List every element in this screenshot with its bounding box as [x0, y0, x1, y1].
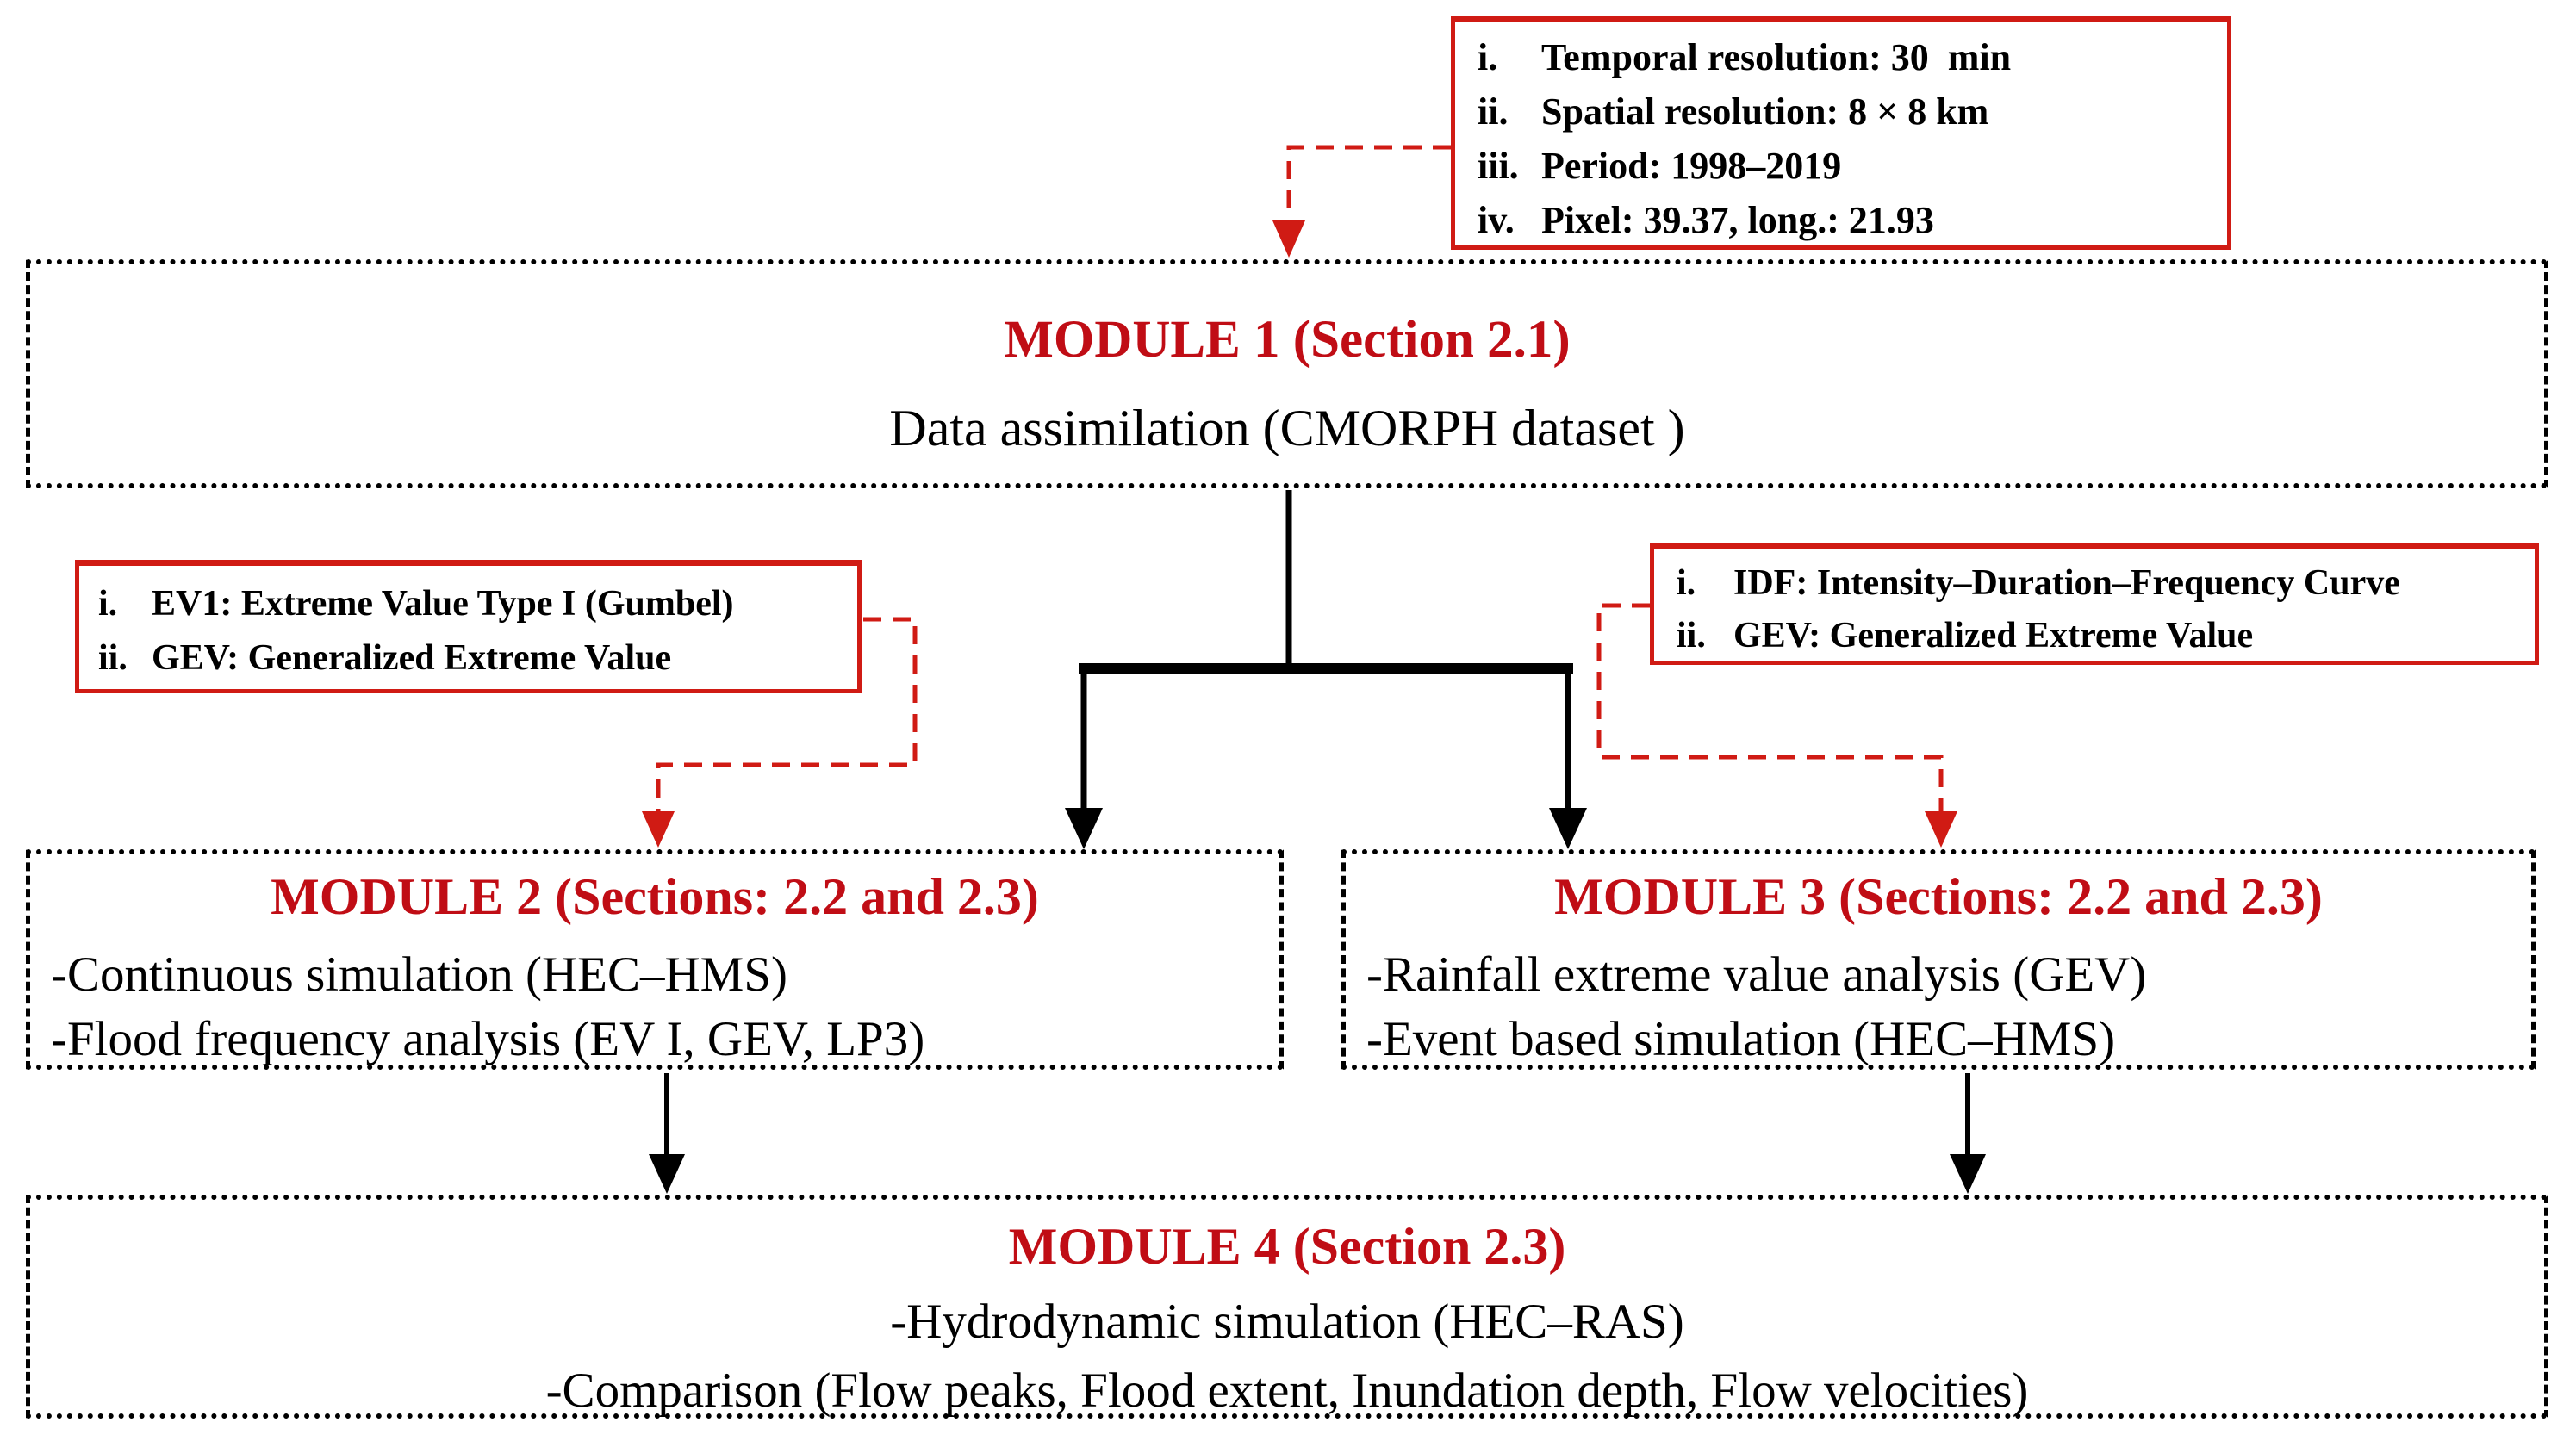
- legend-item-text: GEV: Generalized Extreme Value: [1733, 616, 2254, 655]
- arrowhead-cmorph-to-module1: [1272, 220, 1305, 258]
- roman-numeral-label: ii.: [1478, 90, 1509, 133]
- module1-title: MODULE 1 (Section 2.1): [1004, 311, 1571, 369]
- arrowhead-module3-to-module4: [1950, 1154, 1986, 1194]
- info-item-text: Spatial resolution: 8 × 8 km: [1541, 90, 1989, 133]
- arrowhead-ev-to-module2: [642, 811, 675, 848]
- idf-legend-box: i. IDF: Intensity–Duration–Frequency Curv…: [1650, 543, 2539, 665]
- module4-box: MODULE 4 (Section 2.3) -Hydrodynamic sim…: [26, 1195, 2548, 1419]
- module1-subtitle: Data assimilation (CMORPH dataset ): [889, 400, 1685, 456]
- legend-item-text: GEV: Generalized Extreme Value: [152, 638, 672, 678]
- arrowhead-to-module3: [1549, 808, 1587, 849]
- legend-item-gev: ii. GEV: Generalized Extreme Value: [1677, 610, 2535, 662]
- roman-numeral-label: ii.: [1677, 616, 1706, 655]
- module2-line-continuous-simulation: -Continuous simulation (HEC–HMS): [51, 947, 788, 1002]
- ev-legend-box: i. EV1: Extreme Value Type I (Gumbel) ii.…: [75, 560, 862, 693]
- module1-box: MODULE 1 (Section 2.1) Data assimilation…: [26, 259, 2548, 488]
- legend-item-idf: i. IDF: Intensity–Duration–Frequency Curv…: [1677, 557, 2535, 610]
- info-item-text: Period: 1998–2019: [1541, 145, 1842, 187]
- module4-line-comparison: -Comparison (Flow peaks, Flood extent, I…: [545, 1363, 2029, 1418]
- module2-line-flood-frequency: -Flood frequency analysis (EV I, GEV, LP…: [51, 1012, 925, 1066]
- cmorph-info-box: i. Temporal resolution: 30 min ii. Spatial…: [1451, 16, 2231, 250]
- module4-line-hydrodynamic: -Hydrodynamic simulation (HEC–RAS): [890, 1295, 1684, 1349]
- info-item-period: iii. Period: 1998–2019: [1478, 139, 2227, 193]
- info-item-text: Temporal resolution: 30 min: [1541, 36, 2012, 78]
- module2-title: MODULE 2 (Sections: 2.2 and 2.3): [271, 868, 1039, 925]
- arrowhead-module2-to-module4: [649, 1154, 685, 1194]
- module3-line-rainfall-extreme: -Rainfall extreme value analysis (GEV): [1366, 947, 2147, 1002]
- module2-box: MODULE 2 (Sections: 2.2 and 2.3) -Contin…: [26, 849, 1284, 1070]
- roman-numeral-label: iv.: [1478, 199, 1515, 241]
- roman-numeral-label: i.: [98, 584, 118, 624]
- roman-numeral-label: i.: [1478, 36, 1498, 78]
- module3-title: MODULE 3 (Sections: 2.2 and 2.3): [1554, 868, 2323, 925]
- info-item-pixel: iv. Pixel: 39.37, long.: 21.93: [1478, 193, 2227, 247]
- roman-numeral-label: ii.: [98, 638, 128, 678]
- module4-title: MODULE 4 (Section 2.3): [1008, 1218, 1566, 1275]
- arrowhead-to-module2: [1065, 808, 1103, 849]
- legend-item-gev: ii. GEV: Generalized Extreme Value: [98, 631, 857, 686]
- roman-numeral-label: iii.: [1478, 145, 1519, 187]
- connector-cmorph-to-module1: [1286, 145, 1451, 226]
- info-item-text: Pixel: 39.37, long.: 21.93: [1541, 199, 1934, 241]
- legend-item-ev1: i. EV1: Extreme Value Type I (Gumbel): [98, 577, 857, 631]
- module3-box: MODULE 3 (Sections: 2.2 and 2.3) -Rainfa…: [1341, 849, 2536, 1070]
- info-item-spatial-resolution: ii. Spatial resolution: 8 × 8 km: [1478, 84, 2227, 139]
- arrowhead-idf-to-module3: [1925, 811, 1957, 848]
- legend-item-text: IDF: Intensity–Duration–Frequency Curve: [1733, 563, 2400, 603]
- roman-numeral-label: i.: [1677, 563, 1696, 603]
- legend-item-text: EV1: Extreme Value Type I (Gumbel): [152, 584, 734, 624]
- info-item-temporal-resolution: i. Temporal resolution: 30 min: [1478, 30, 2227, 84]
- module3-line-event-based: -Event based simulation (HEC–HMS): [1366, 1012, 2116, 1066]
